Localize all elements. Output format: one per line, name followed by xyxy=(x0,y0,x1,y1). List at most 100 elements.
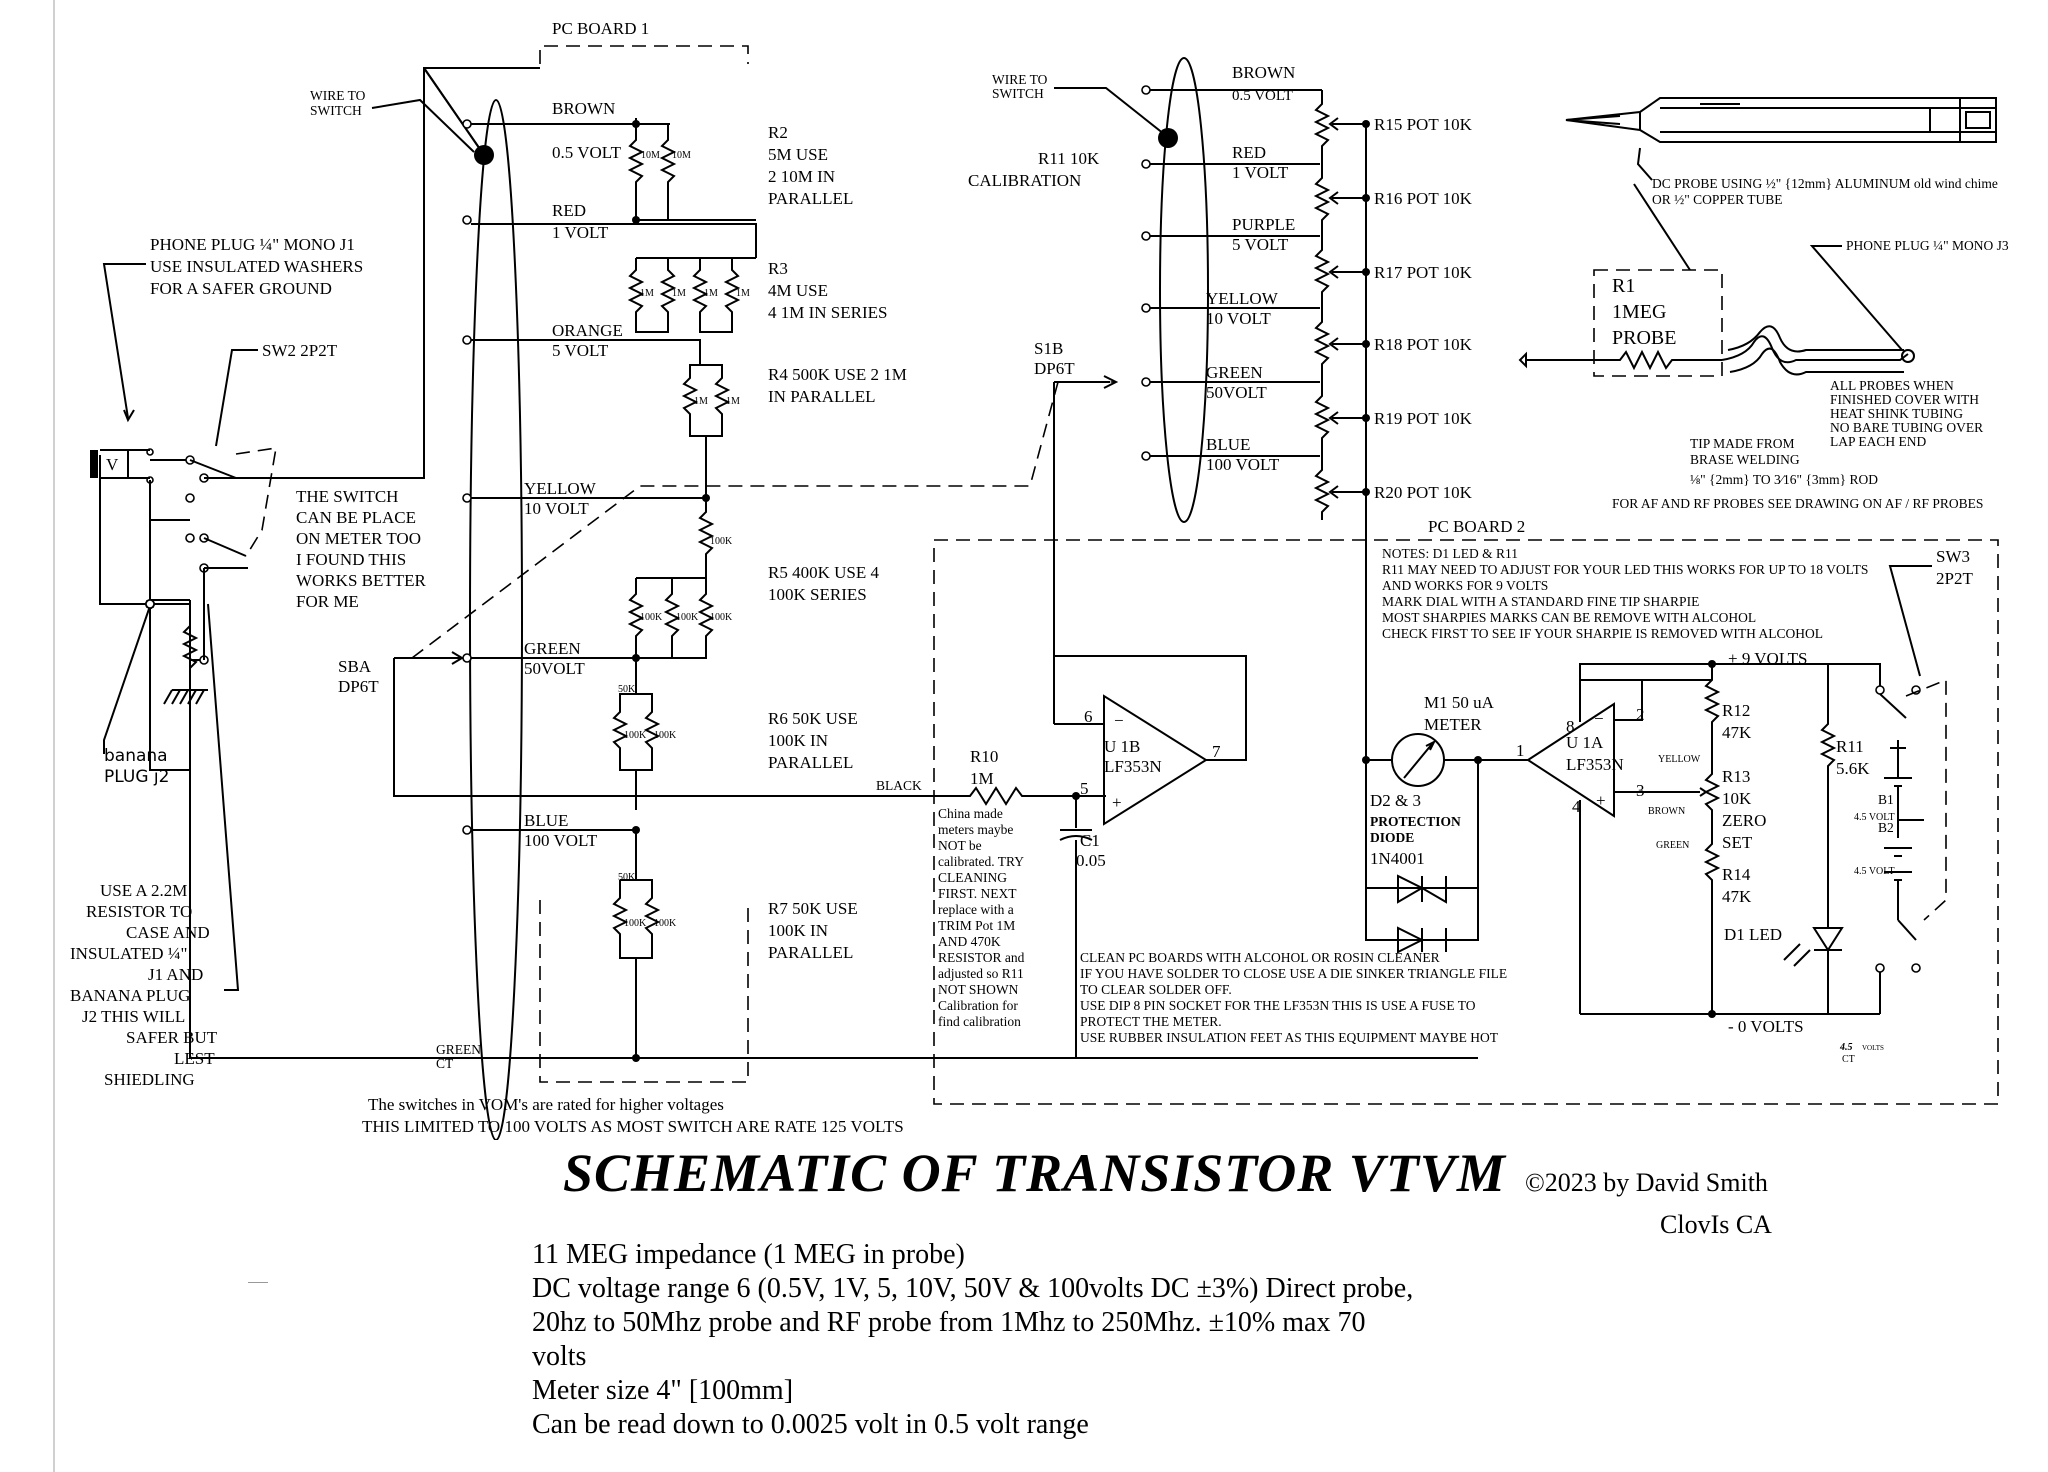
pc-board-2: PC BOARD 2 xyxy=(933,517,1999,1105)
svg-text:5M USE: 5M USE xyxy=(768,145,828,164)
svg-text:1M: 1M xyxy=(704,288,718,299)
svg-text:METER: METER xyxy=(1424,715,1482,734)
svg-text:J2 THIS WILL: J2 THIS WILL xyxy=(82,1007,185,1026)
svg-text:SHIEDLING: SHIEDLING xyxy=(104,1070,195,1089)
sw3-label: SW3 xyxy=(1936,547,1970,566)
svg-text:meters maybe: meters maybe xyxy=(938,822,1013,837)
svg-text:LEST: LEST xyxy=(174,1049,215,1068)
svg-text:4.5 VOLT: 4.5 VOLT xyxy=(1854,812,1895,823)
af-rf-note: FOR AF AND RF PROBES SEE DRAWING ON AF /… xyxy=(1612,496,1983,511)
svg-text:100K: 100K xyxy=(654,730,677,741)
svg-text:PURPLE: PURPLE xyxy=(1232,215,1295,234)
svg-text:1M: 1M xyxy=(672,288,686,299)
svg-text:J1 AND: J1 AND xyxy=(148,965,203,984)
svg-text:AND 470K: AND 470K xyxy=(938,934,1001,949)
svg-text:R6 50K USE: R6 50K USE xyxy=(768,709,858,728)
svg-text:6: 6 xyxy=(1084,707,1093,726)
svg-text:VOLTS: VOLTS xyxy=(1862,1044,1884,1052)
svg-text:CASE AND: CASE AND xyxy=(126,923,210,942)
svg-text:R4 500K USE 2 1M: R4 500K USE 2 1M xyxy=(768,365,907,384)
svg-text:2 10M IN: 2 10M IN xyxy=(768,167,835,186)
range1-yellow-volt: 10 VOLT xyxy=(524,499,589,518)
svg-text:100K: 100K xyxy=(624,918,647,929)
r11b-label: R11 xyxy=(1836,737,1864,756)
m1-label: M1 50 uA xyxy=(1424,693,1495,712)
range1-orange: ORANGE xyxy=(552,321,623,340)
svg-text:10M: 10M xyxy=(672,150,691,161)
svg-text:5.6K: 5.6K xyxy=(1836,759,1870,778)
d23-label: D2 & 3 xyxy=(1370,791,1421,810)
b2-label: B2 xyxy=(1878,820,1894,835)
svg-text:100K: 100K xyxy=(624,730,647,741)
svg-text:MOST SHARPIES MARKS CAN BE REM: MOST SHARPIES MARKS CAN BE REMOVE WITH A… xyxy=(1382,610,1756,625)
svg-text:Calibration for: Calibration for xyxy=(938,998,1018,1013)
s1b-label: S1B xyxy=(1034,339,1063,358)
svg-text:+: + xyxy=(1112,793,1122,812)
banana-label: banana xyxy=(104,746,168,766)
svg-text:LF353N: LF353N xyxy=(1104,757,1162,776)
resistor-notes: R2 5M USE 2 10M IN PARALLEL R3 4M USE 4 … xyxy=(768,123,907,962)
ct45-label: 4.5 xyxy=(1839,1042,1853,1053)
svg-text:100K: 100K xyxy=(654,918,677,929)
svg-text:5: 5 xyxy=(1080,779,1089,798)
resistor-note: USE A 2.2M xyxy=(100,881,187,900)
svg-text:1M: 1M xyxy=(694,396,708,407)
svg-text:4.5 VOLT: 4.5 VOLT xyxy=(1854,866,1895,877)
svg-text:10M: 10M xyxy=(641,150,660,161)
black-wire-label: BLACK xyxy=(876,778,922,793)
divider-resistors: 10M 10M 1M 1M 1M 1M 1M 1M 100K 100K 100K… xyxy=(611,118,756,1062)
svg-text:1 VOLT: 1 VOLT xyxy=(1232,163,1289,182)
svg-text:100K: 100K xyxy=(640,612,663,623)
wire-to-switch-2: WIRE TO xyxy=(992,72,1048,87)
spec-line: Can be read down to 0.0025 volt in 0.5 v… xyxy=(532,1409,1089,1440)
svg-text:CLEAN PC BOARDS WITH ALCOHOL O: CLEAN PC BOARDS WITH ALCOHOL OR ROSIN CL… xyxy=(1080,950,1440,965)
svg-text:+: + xyxy=(1596,791,1606,810)
r18-pot: R18 POT 10K xyxy=(1374,335,1473,354)
svg-text:MARK DIAL WITH A STANDARD FINE: MARK DIAL WITH A STANDARD FINE TIP SHARP… xyxy=(1382,594,1699,609)
svg-text:100K: 100K xyxy=(710,612,733,623)
sw2-label: SW2 2P2T xyxy=(262,341,338,360)
schematic-title: SCHEMATIC OF TRANSISTOR VTVM xyxy=(563,1143,1506,1203)
svg-text:NOTES: D1 LED & R11: NOTES: D1 LED & R11 xyxy=(1382,546,1518,561)
r10-label: R10 xyxy=(970,747,998,766)
range1-orange-volt: 5 VOLT xyxy=(552,341,609,360)
svg-text:−: − xyxy=(1114,711,1124,730)
clean-note: CLEAN PC BOARDS WITH ALCOHOL OR ROSIN CL… xyxy=(1080,950,1507,1045)
svg-text:calibrated. TRY: calibrated. TRY xyxy=(938,854,1024,869)
range1-brown: BROWN xyxy=(552,99,615,118)
svg-text:1N4001: 1N4001 xyxy=(1370,849,1425,868)
svg-text:1MEG: 1MEG xyxy=(1612,301,1666,323)
page-border xyxy=(53,0,55,1472)
spec-line: 11 MEG impedance (1 MEG in probe) xyxy=(532,1239,965,1270)
svg-text:R5 400K USE 4: R5 400K USE 4 xyxy=(768,563,879,582)
svg-text:5 VOLT: 5 VOLT xyxy=(1232,235,1289,254)
svg-text:0.5 VOLT: 0.5 VOLT xyxy=(1232,88,1293,104)
svg-text:FIRST. NEXT: FIRST. NEXT xyxy=(938,886,1017,901)
pc-board-1-label: PC BOARD 1 xyxy=(552,19,649,38)
u1b-label: U 1B xyxy=(1104,737,1140,756)
probe-cover-note: ALL PROBES WHEN xyxy=(1830,378,1954,393)
svg-text:DP6T: DP6T xyxy=(1034,359,1075,378)
svg-text:SET: SET xyxy=(1722,833,1753,852)
svg-text:CALIBRATION: CALIBRATION xyxy=(968,171,1081,190)
svg-text:replace with a: replace with a xyxy=(938,902,1014,917)
pot-ladder xyxy=(1141,85,1370,760)
svg-text:SWITCH: SWITCH xyxy=(992,86,1044,101)
svg-text:PARALLEL: PARALLEL xyxy=(768,189,853,208)
r19-pot: R19 POT 10K xyxy=(1374,409,1473,428)
range1-red: RED xyxy=(552,201,586,220)
switch-note: THE SWITCH xyxy=(296,487,398,506)
probe-note: DC PROBE USING ½" {12mm} ALUMINUM old wi… xyxy=(1652,176,1998,191)
svg-text:NOT SHOWN: NOT SHOWN xyxy=(938,982,1019,997)
u1a-label: U 1A xyxy=(1566,733,1604,752)
svg-text:adjusted so R11: adjusted so R11 xyxy=(938,966,1024,981)
china-note: China made meters maybe NOT be calibrate… xyxy=(938,806,1025,1029)
svg-text:100K SERIES: 100K SERIES xyxy=(768,585,867,604)
r16-pot: R16 POT 10K xyxy=(1374,189,1473,208)
r15-pot: R15 POT 10K xyxy=(1374,115,1473,134)
r1-probe-box xyxy=(1518,269,1915,377)
svg-text:CT: CT xyxy=(436,1056,454,1071)
phone-plug-j1-label: PHONE PLUG ¼" MONO J1 xyxy=(150,235,355,254)
svg-text:PARALLEL: PARALLEL xyxy=(768,943,853,962)
svg-text:100K IN: 100K IN xyxy=(768,731,828,750)
